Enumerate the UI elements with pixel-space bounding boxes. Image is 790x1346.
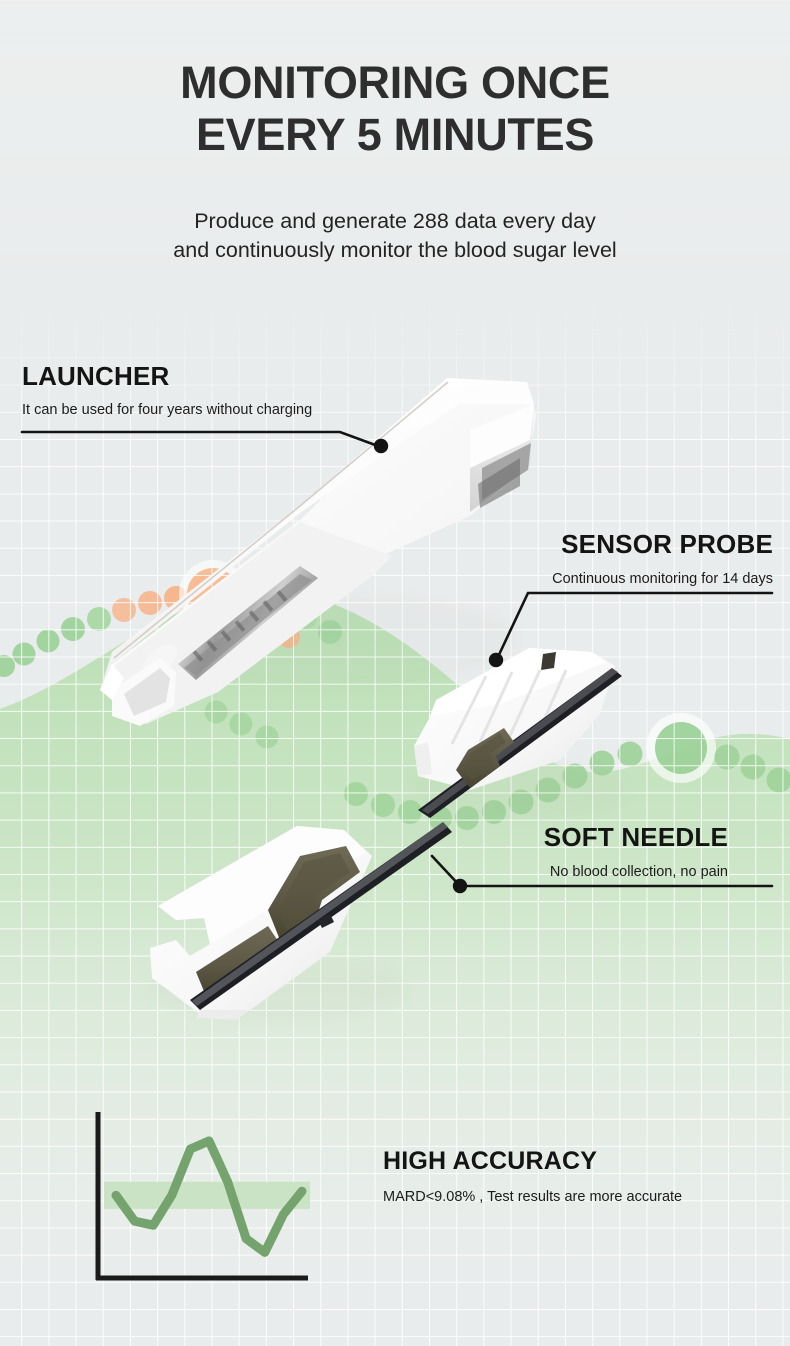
callout-launcher-desc: It can be used for four years without ch… bbox=[22, 402, 313, 418]
callout-sensor-probe: SENSOR PROBE Continuous monitoring for 1… bbox=[552, 529, 773, 589]
callout-soft-needle-desc: No blood collection, no pain bbox=[549, 864, 728, 880]
page-subtitle-line2: and continuously monitor the blood sugar… bbox=[173, 238, 617, 262]
page-subtitle-line1: Produce and generate 288 data every day bbox=[194, 209, 596, 233]
callout-high-accuracy: HIGH ACCURACY MARD<9.08% , Test results … bbox=[383, 1146, 682, 1207]
page-title-line2: EVERY 5 MINUTES bbox=[195, 109, 595, 160]
page-title-line1: MONITORING ONCE bbox=[180, 57, 610, 108]
callout-sensor-probe-title: SENSOR PROBE bbox=[561, 529, 773, 559]
page-subtitle: Produce and generate 288 data every day … bbox=[0, 207, 790, 265]
page-title: MONITORING ONCE EVERY 5 MINUTES bbox=[0, 57, 790, 161]
callout-soft-needle: SOFT NEEDLE No blood collection, no pain bbox=[544, 822, 728, 882]
callout-sensor-probe-desc: Continuous monitoring for 14 days bbox=[552, 571, 773, 587]
callout-soft-needle-title: SOFT NEEDLE bbox=[543, 822, 728, 852]
callout-high-accuracy-title: HIGH ACCURACY bbox=[383, 1147, 598, 1175]
callout-launcher-title: LAUNCHER bbox=[22, 361, 170, 391]
callout-launcher: LAUNCHER It can be used for four years w… bbox=[22, 361, 312, 420]
callout-high-accuracy-desc: MARD<9.08% , Test results are more accur… bbox=[383, 1189, 683, 1205]
